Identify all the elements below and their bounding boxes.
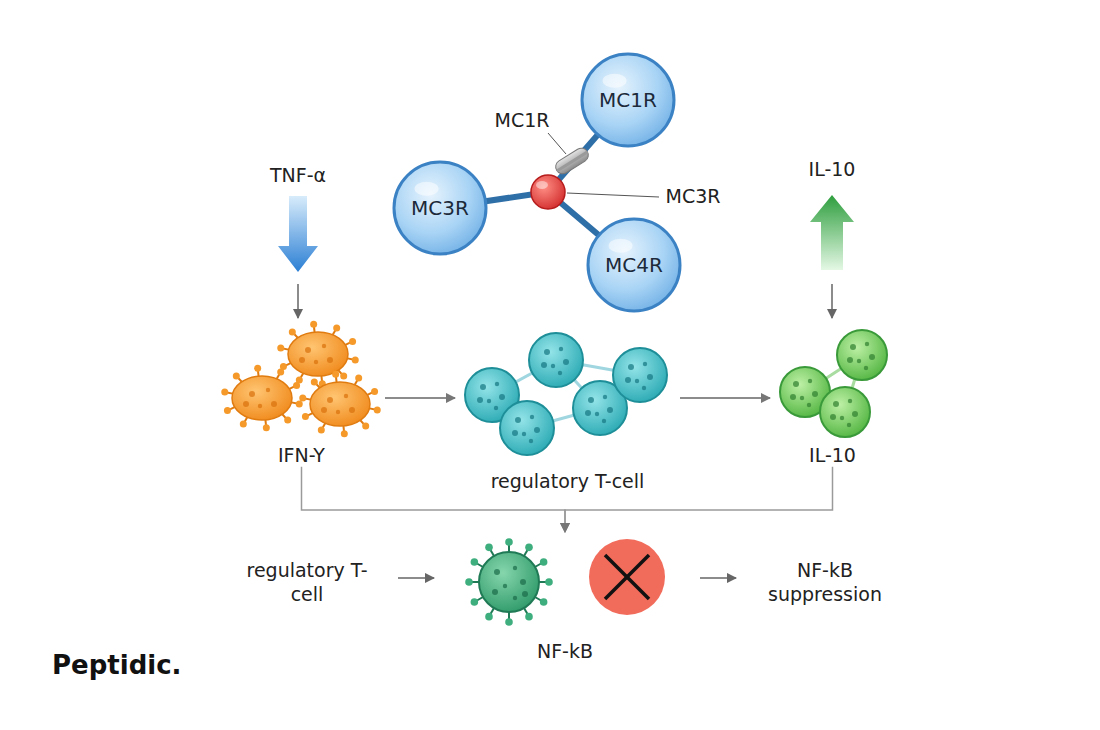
leader-line [548, 133, 566, 154]
cell-body [288, 332, 348, 376]
cell-label: IL-10 [809, 444, 856, 467]
highlight [603, 74, 627, 88]
text-holder: IFN-Y [218, 444, 385, 467]
cell-texture [492, 566, 528, 600]
receptor-label: MC4R [605, 253, 663, 277]
annotation-label: regulatory T-cell [242, 559, 372, 607]
cell-spikes [221, 365, 302, 432]
brand-mark: Peptidic. [52, 649, 181, 682]
cell-body [310, 382, 370, 426]
receptor-label: MC3R [411, 196, 469, 220]
cell-label: IFN-Y [278, 444, 325, 467]
receptor-node: MC1R [580, 52, 676, 148]
annotation-label: MC3R [666, 185, 721, 209]
cell [820, 387, 870, 437]
annotation-label: NF-kB suppression [755, 559, 895, 607]
cell [500, 401, 554, 455]
cell-label: regulatory T-cell [491, 470, 645, 493]
cell-illustration [455, 318, 680, 458]
cell [837, 330, 887, 380]
cell-texture [625, 362, 653, 390]
text-holder: MC1R [580, 52, 676, 148]
receptor-clip [553, 146, 591, 177]
cell-node: IL-10 [770, 322, 895, 467]
cell-texture [830, 399, 858, 427]
cell-texture [585, 395, 613, 423]
flow-connector [385, 397, 455, 399]
leader-line [567, 193, 659, 197]
cell-spikes [299, 371, 380, 438]
annotation-label: TNF-α [270, 164, 326, 188]
cell-illustration [770, 322, 895, 440]
text-holder: MC4R [586, 217, 682, 313]
receptor-circle [394, 162, 486, 254]
flow-arrow [700, 577, 736, 579]
cell-illustration [218, 318, 385, 440]
annotation-label: MC1R [495, 109, 550, 133]
cell-body [232, 376, 292, 420]
cell-node: regulatory T-cell [455, 318, 680, 493]
text-holder: IL-10 [770, 444, 895, 467]
cell-illustration [462, 532, 668, 632]
receptor-node: MC3R [392, 160, 488, 256]
cell-texture [321, 394, 355, 414]
down-arrow [278, 196, 318, 272]
text-holder: MC3R [392, 160, 488, 256]
cell [529, 333, 583, 387]
flow-arrow [398, 577, 434, 579]
receptor-circle [582, 54, 674, 146]
text-holder: NF-kB [462, 640, 668, 663]
flow-arrow [831, 284, 833, 318]
receptor-label: MC1R [599, 88, 657, 112]
cell-spikes [277, 321, 358, 388]
cell-node: IFN-Y [218, 318, 385, 467]
cell-texture [477, 382, 505, 410]
flow-connector [680, 397, 770, 399]
cell [613, 348, 667, 402]
virus-spikes [465, 538, 553, 626]
receptor-node: MC4R [586, 217, 682, 313]
cell-texture [243, 388, 277, 408]
flow-arrow [297, 284, 299, 318]
text-holder: regulatory T-cell [455, 470, 680, 493]
highlight [415, 182, 439, 196]
block-symbol [589, 539, 665, 615]
cell-label: NF-kB [537, 640, 593, 663]
highlight [609, 239, 633, 253]
cell-texture [512, 415, 540, 443]
cell-texture [847, 342, 875, 370]
ligand-core [531, 175, 565, 209]
receptor-circle [588, 219, 680, 311]
cell-texture [299, 344, 333, 364]
cell-texture [790, 379, 818, 407]
cell-node: NF-kB [462, 532, 668, 663]
virus-body [479, 552, 539, 612]
cell-texture [541, 347, 569, 375]
annotation-label: IL-10 [809, 158, 856, 182]
up-arrow [810, 195, 854, 270]
